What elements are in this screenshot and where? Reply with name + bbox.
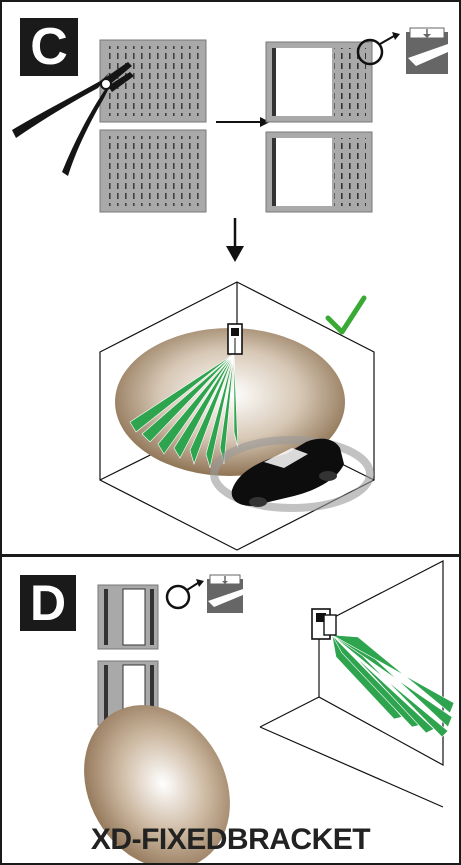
lens-panel-cut-top — [266, 42, 372, 122]
arrow-down-icon — [226, 218, 244, 262]
panel-c: C — [0, 0, 461, 556]
lens-panel-full-bottom — [100, 130, 206, 212]
checkmark-icon — [328, 298, 364, 332]
waste-bin-icon — [207, 575, 243, 613]
panel-d-illustration — [2, 557, 461, 865]
sensor-bracket-icon — [312, 609, 336, 639]
lens-panel-cut-bottom — [266, 132, 372, 212]
discard-indicator-d — [167, 579, 204, 608]
panel-d: D — [0, 555, 461, 865]
lens-panel-d-top — [98, 585, 158, 649]
product-title: XD-FIXEDBRACKET — [2, 823, 459, 857]
waste-bin-icon — [406, 28, 448, 74]
sensor-beams-d — [332, 635, 454, 737]
sensor-device-icon — [228, 324, 242, 354]
arrow-right-icon — [216, 117, 270, 127]
panel-c-illustration — [2, 2, 461, 556]
